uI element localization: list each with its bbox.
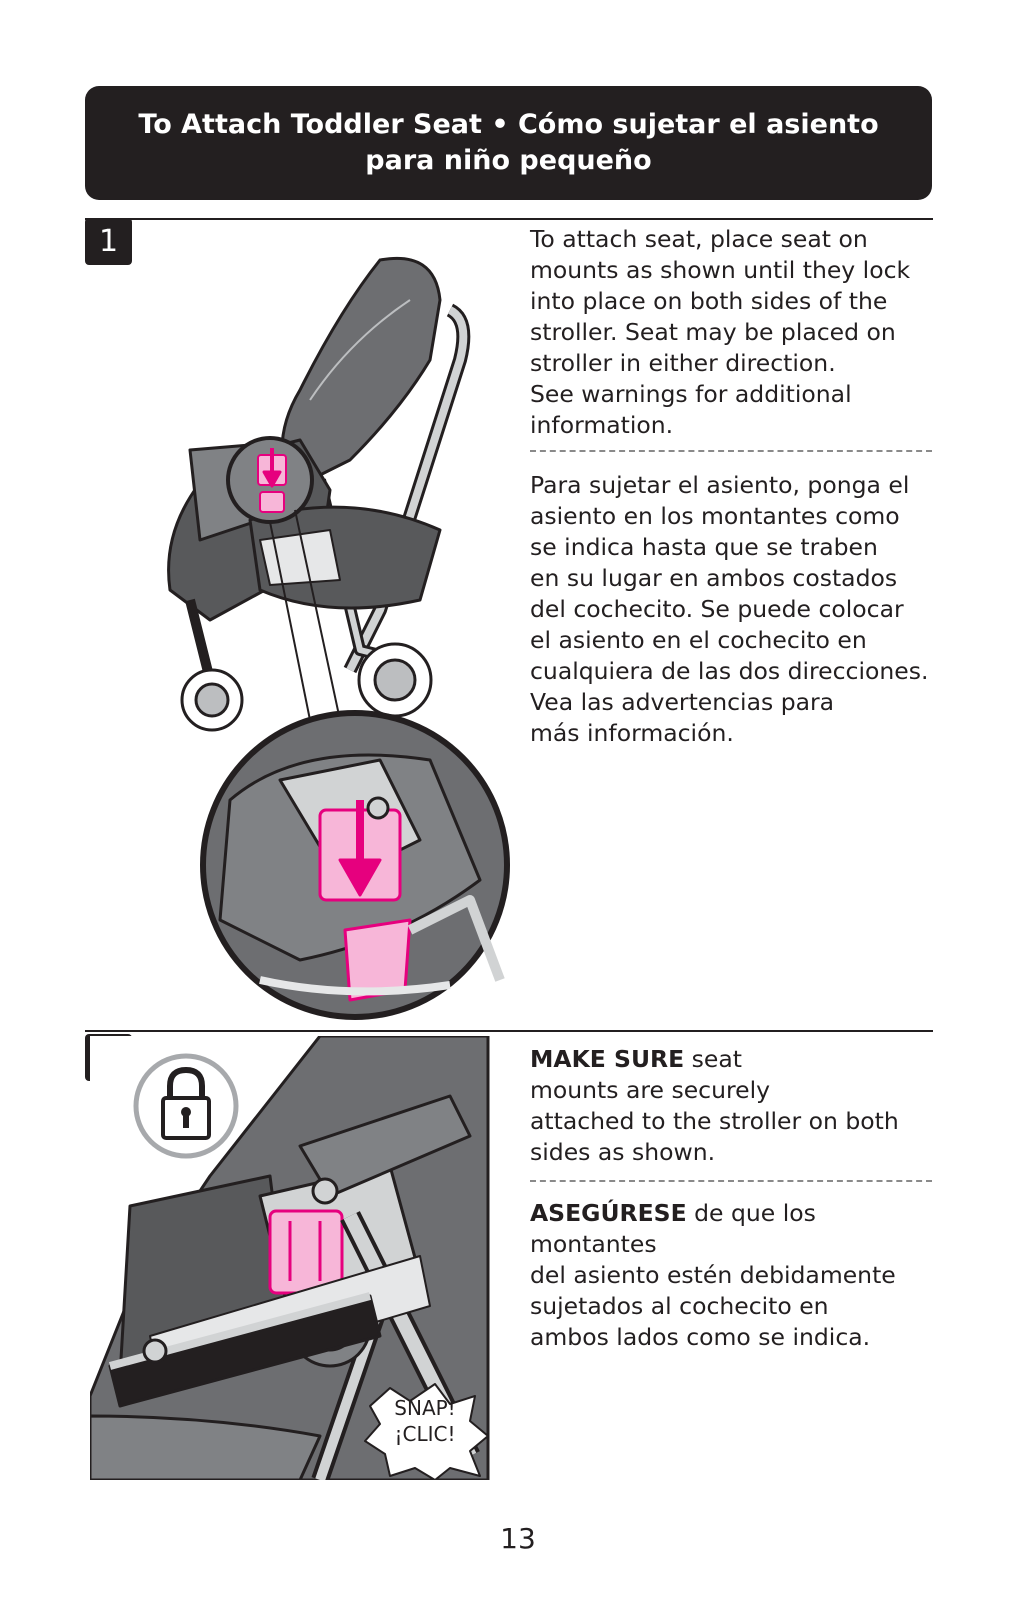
header-line-1: To Attach Toddler Seat • Cómo sujetar el… bbox=[138, 109, 879, 140]
step-2-es: ASEGÚRESE de que los montantes del asien… bbox=[530, 1198, 940, 1353]
snap-callout: SNAP! ¡CLIC! bbox=[364, 1395, 486, 1447]
snap-callout-text: SNAP! ¡CLIC! bbox=[394, 1396, 456, 1446]
step-1-illustration bbox=[167, 256, 510, 1020]
step-2-spanish-text: ASEGÚRESE de que los montantes del asien… bbox=[530, 1198, 940, 1353]
step-1-es: Para sujetar el asiento, ponga el asient… bbox=[530, 471, 929, 747]
step-2-es-rest: de que los montantes del asiento estén d… bbox=[530, 1199, 896, 1351]
step-1-english-text: To attach seat, place seat on mounts as … bbox=[530, 224, 940, 441]
step-2-es-bold: ASEGÚRESE bbox=[530, 1199, 687, 1227]
step-1-divider bbox=[530, 450, 932, 452]
stroller-drawing bbox=[167, 256, 471, 732]
lock-icon bbox=[133, 1053, 239, 1159]
step-2-en-rest: seat mounts are securely attached to the… bbox=[530, 1045, 899, 1166]
header-line-2: para niño pequeño bbox=[365, 145, 652, 176]
step-2-en-bold: MAKE SURE bbox=[530, 1045, 685, 1073]
step-2-illustration bbox=[90, 1036, 490, 1480]
step-1-number: 1 bbox=[85, 218, 132, 265]
page-number: 13 bbox=[500, 1522, 536, 1555]
section-header: To Attach Toddler Seat • Cómo sujetar el… bbox=[85, 86, 932, 200]
step-1-en: To attach seat, place seat on mounts as … bbox=[530, 225, 911, 439]
step-1-spanish-text: Para sujetar el asiento, ponga el asient… bbox=[530, 470, 940, 749]
step-2-rule bbox=[85, 1030, 933, 1032]
step-2-divider bbox=[530, 1180, 932, 1182]
step-2-en: MAKE SURE seat mounts are securely attac… bbox=[530, 1044, 940, 1168]
step-2-english-text: MAKE SURE seat mounts are securely attac… bbox=[530, 1044, 940, 1168]
step-1-rule bbox=[85, 218, 933, 220]
zoom-detail bbox=[200, 710, 510, 1020]
